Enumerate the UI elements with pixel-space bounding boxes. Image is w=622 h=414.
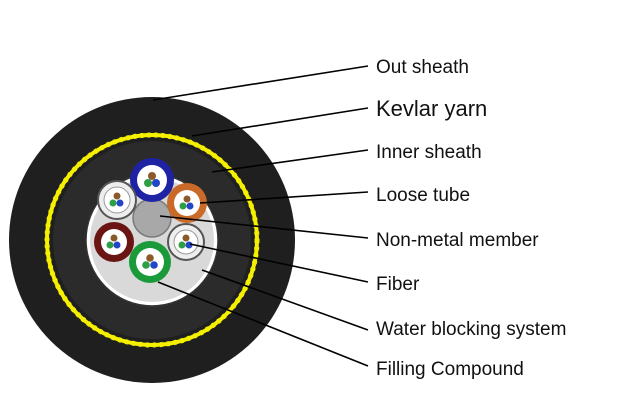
fiber-dot bbox=[110, 234, 118, 242]
fiber-dot bbox=[142, 261, 150, 269]
fiber-dot bbox=[144, 179, 152, 187]
loose-tube-white-right bbox=[167, 223, 205, 261]
fiber-dot bbox=[185, 241, 193, 249]
fiber-dot bbox=[182, 234, 190, 242]
cable-cross-section bbox=[9, 97, 295, 383]
fiber-dot bbox=[113, 241, 121, 249]
leader-fiber bbox=[189, 243, 369, 283]
loose-tube-green bbox=[129, 241, 171, 283]
fiber-dot bbox=[178, 241, 186, 249]
fiber-dot bbox=[116, 199, 124, 207]
loose-tube-orange bbox=[167, 183, 207, 223]
leader-water-blocking bbox=[201, 269, 369, 331]
label-out-sheath: Out sheath bbox=[376, 57, 469, 78]
labels: Out sheath Kevlar yarn Inner sheath Loos… bbox=[376, 57, 566, 380]
label-non-metal-member: Non-metal member bbox=[376, 230, 539, 251]
label-water-blocking-system: Water blocking system bbox=[376, 319, 566, 340]
label-filling-compound: Filling Compound bbox=[376, 359, 524, 380]
label-fiber: Fiber bbox=[376, 274, 420, 295]
leader-lines bbox=[152, 65, 369, 367]
fiber-dot bbox=[106, 241, 114, 249]
fiber-dot bbox=[113, 192, 121, 200]
fiber-dot bbox=[146, 254, 154, 262]
loose-tube-red bbox=[94, 222, 134, 262]
kevlar-yarn-ring-solid bbox=[45, 133, 259, 347]
fiber-dot bbox=[186, 202, 194, 210]
leader-kevlar-yarn bbox=[191, 107, 369, 137]
fiber-dot bbox=[150, 261, 158, 269]
leader-filling-compound bbox=[157, 281, 369, 367]
leader-inner-sheath bbox=[211, 149, 369, 173]
loose-tube-blue bbox=[130, 158, 174, 202]
leader-non-metal-member bbox=[159, 215, 369, 239]
leader-loose-tube bbox=[199, 191, 369, 204]
fiber-dot bbox=[183, 195, 191, 203]
fiber-dot bbox=[179, 202, 187, 210]
label-inner-sheath: Inner sheath bbox=[376, 142, 482, 163]
label-kevlar-yarn: Kevlar yarn bbox=[376, 96, 487, 121]
fiber-dot bbox=[109, 199, 117, 207]
fiber-dot bbox=[148, 172, 156, 180]
loose-tube-white-left bbox=[97, 180, 137, 220]
label-loose-tube: Loose tube bbox=[376, 185, 470, 206]
fiber-dot bbox=[152, 179, 160, 187]
non-metal-member-core bbox=[132, 198, 172, 238]
leader-out-sheath bbox=[152, 65, 369, 101]
